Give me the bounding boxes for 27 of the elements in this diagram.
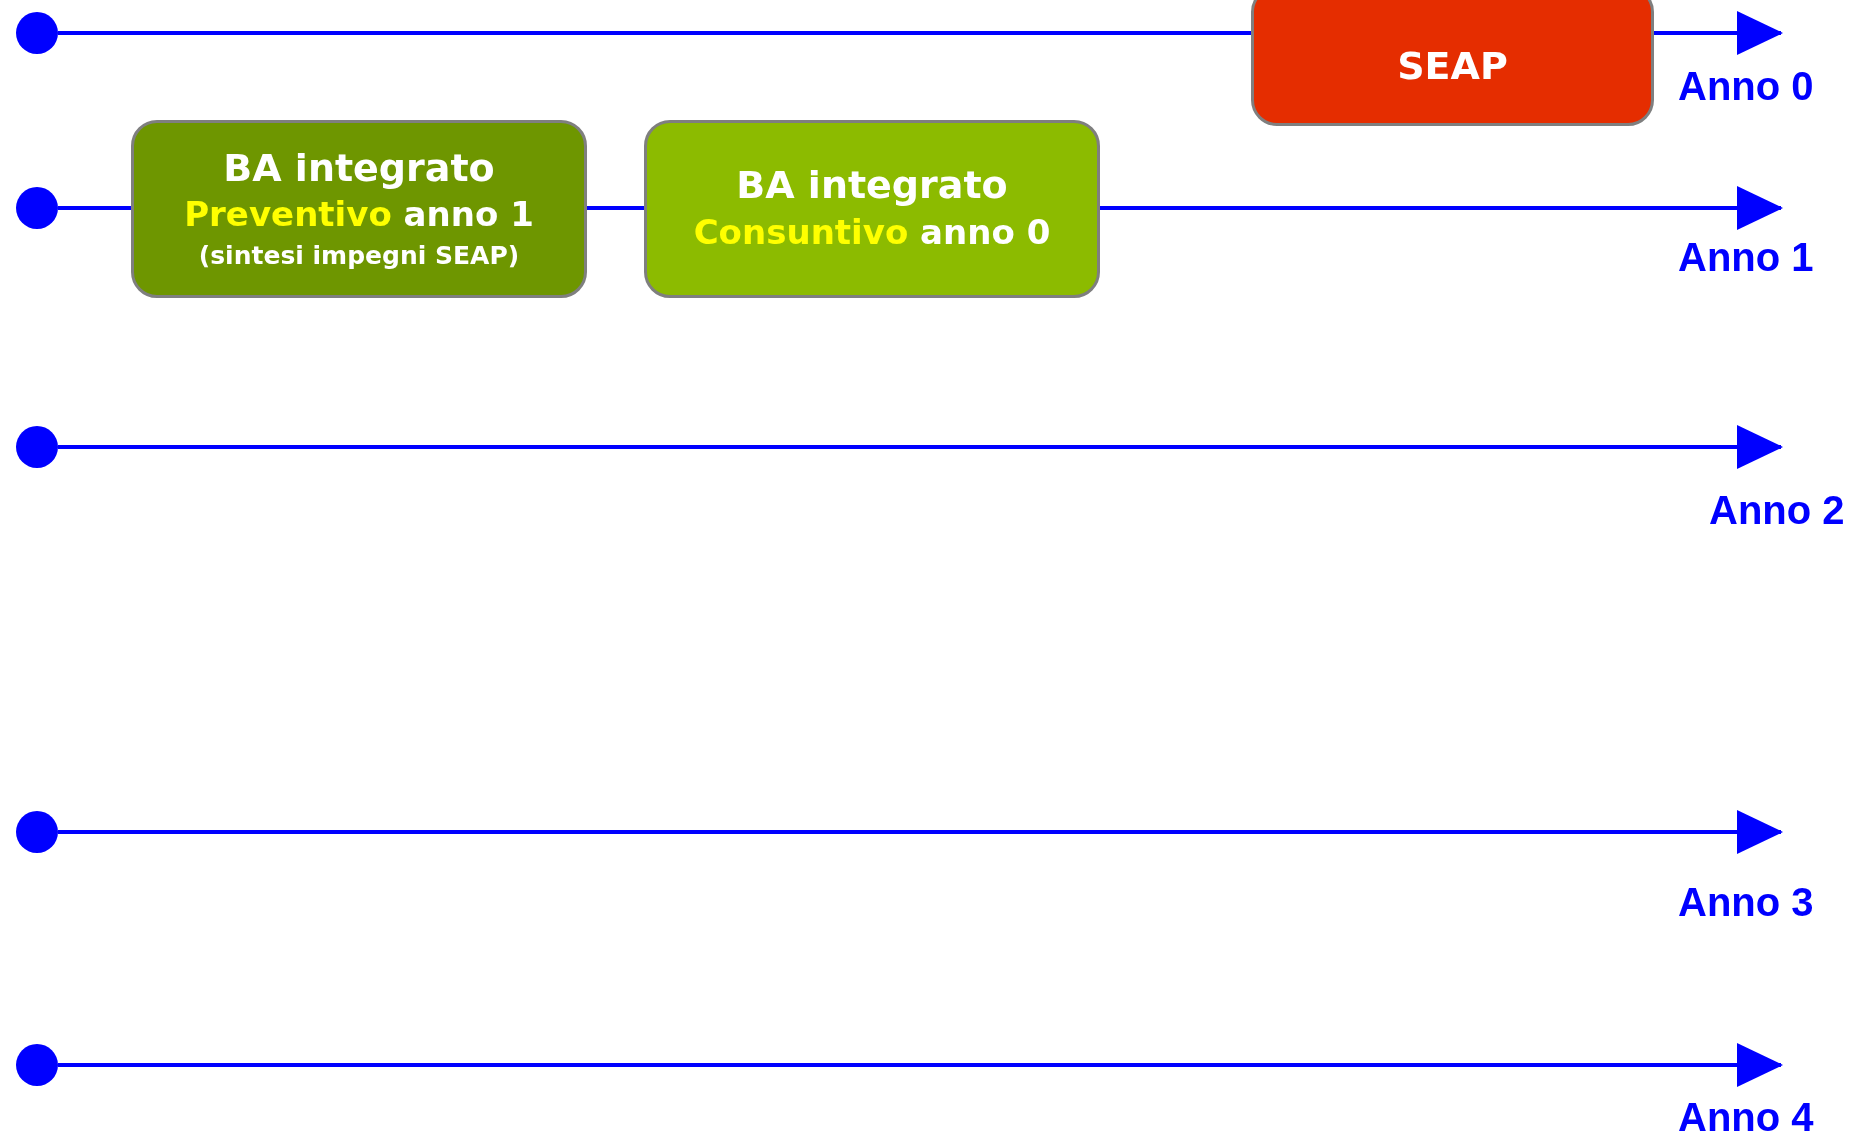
process-box [1251, 0, 1654, 126]
year-label: Anno 3 [1678, 880, 1814, 925]
start-dot [16, 426, 58, 468]
timeline-arrow [1100, 186, 1783, 230]
timeline-arrow [58, 810, 1783, 854]
process-box [644, 120, 1100, 298]
box-text: (sintesi impegni SEAP) [198, 240, 520, 273]
year-label: Anno 1 [1678, 235, 1814, 280]
timeline-line [587, 206, 644, 210]
start-dot [16, 12, 58, 54]
box-text: Preventivo anno 1 [184, 193, 534, 237]
timeline-arrow [58, 425, 1783, 469]
start-dot [16, 187, 58, 229]
timeline-line [58, 206, 131, 210]
year-label: Anno 2 [1709, 488, 1845, 533]
box-title: BA integrato [736, 162, 1008, 210]
box-text: Consuntivo anno 0 [693, 210, 1051, 254]
timeline-line [58, 31, 1251, 35]
process-box [131, 120, 587, 298]
year-label: Anno 0 [1678, 64, 1814, 109]
timeline-arrow [58, 1043, 1783, 1087]
year-label: Anno 4 [1678, 1095, 1814, 1139]
timeline-arrow [1654, 11, 1783, 55]
start-dot [16, 1044, 58, 1086]
box-title: SEAP [1397, 43, 1508, 91]
box-title: BA integrato [223, 144, 495, 192]
start-dot [16, 811, 58, 853]
